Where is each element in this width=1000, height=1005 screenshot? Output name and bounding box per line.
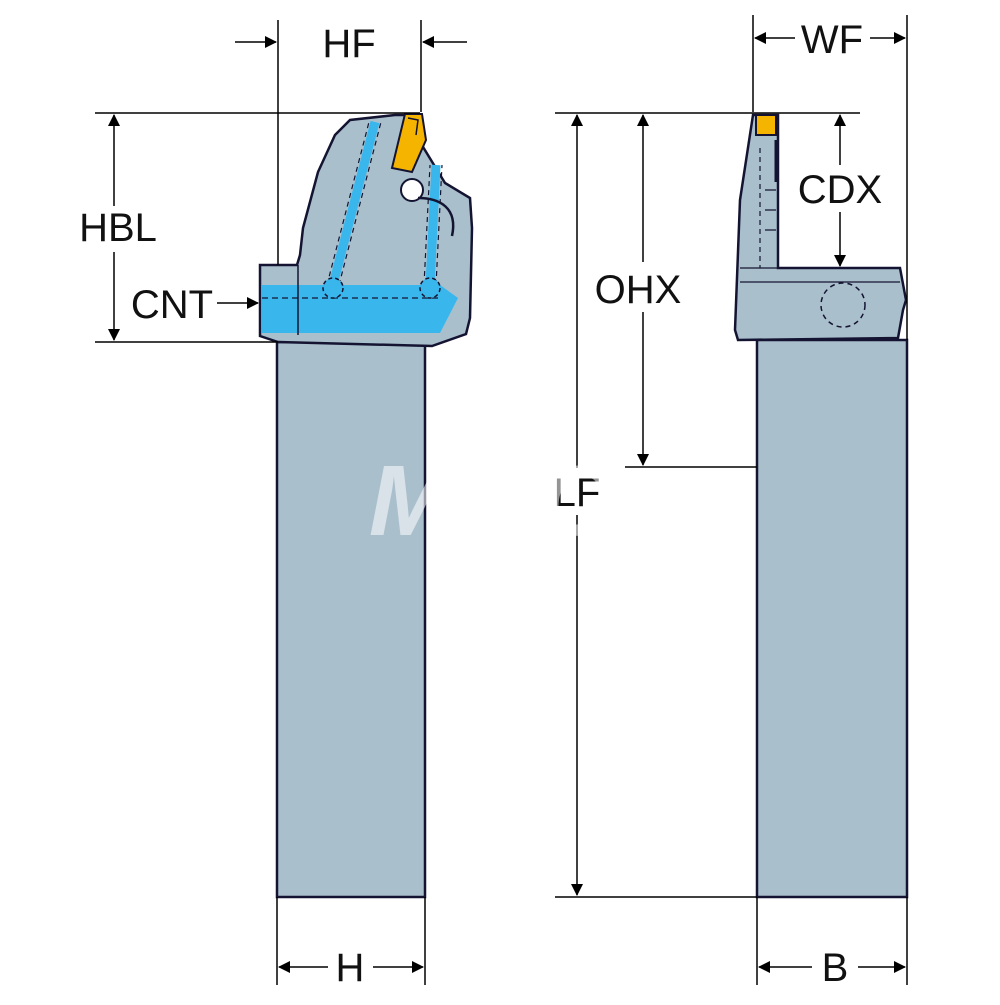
label-wf: WF — [801, 18, 863, 62]
label-b: B — [822, 946, 849, 990]
clamp-screw — [400, 178, 424, 202]
coolant-channel — [262, 285, 458, 333]
left-shank — [275, 340, 427, 899]
label-hf: HF — [322, 22, 375, 66]
dimension-lines — [95, 15, 908, 985]
coolant-port-front — [820, 282, 866, 328]
watermark: MSC — [369, 445, 621, 557]
screw-threads — [765, 189, 776, 231]
side-view — [258, 113, 474, 899]
coolant-port-2 — [419, 277, 441, 299]
label-cdx: CDX — [798, 168, 882, 212]
coolant-tubes — [326, 120, 443, 287]
right-shank — [755, 338, 909, 899]
head-lines — [740, 267, 900, 283]
insert-front — [755, 114, 777, 136]
coolant-port-1 — [322, 277, 344, 299]
insert-edge — [407, 117, 419, 136]
dimension-labels: HF HBL CNT H WF CDX OHX LF B — [79, 18, 882, 990]
label-ohx: OHX — [595, 268, 682, 312]
right-head — [733, 113, 908, 342]
label-hbl: HBL — [79, 206, 157, 250]
label-lf: LF — [554, 471, 601, 515]
label-cnt: CNT — [131, 283, 213, 327]
clamp-spring — [417, 196, 455, 237]
front-view — [733, 113, 909, 899]
label-h: H — [336, 946, 365, 990]
